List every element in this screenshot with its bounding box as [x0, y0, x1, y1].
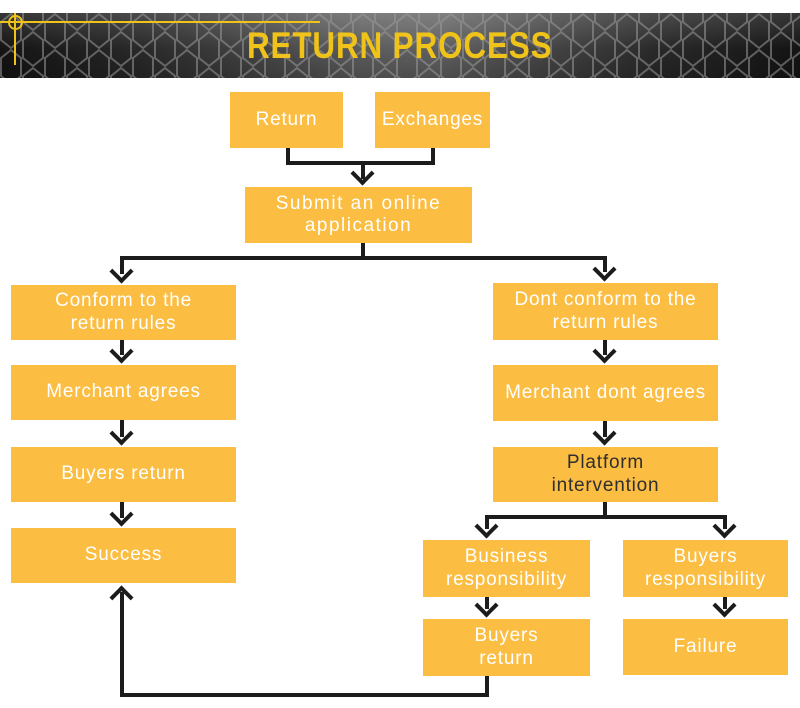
connector: [120, 592, 124, 695]
node-exchanges: Exchanges: [375, 92, 490, 148]
connector: [723, 515, 727, 529]
node-label: application: [304, 215, 413, 236]
node-label: Conform to the: [55, 290, 192, 312]
node-label: responsibility: [644, 568, 767, 590]
connector: [361, 161, 365, 179]
node-label: Merchant agrees: [46, 381, 201, 403]
arrowhead-down-icon: [592, 339, 617, 364]
header-band: RETURN PROCESS: [0, 13, 800, 78]
node-label: return: [479, 647, 534, 669]
node-label: return rules: [552, 311, 659, 333]
node-label: Success: [84, 544, 163, 566]
arrowhead-down-icon: [109, 502, 134, 527]
yellow-rule-vertical: [14, 13, 16, 65]
connector: [485, 597, 489, 609]
connector: [120, 340, 124, 355]
connector: [603, 256, 607, 272]
arrowhead-up-icon: [109, 585, 134, 610]
arrowhead-down-icon: [350, 161, 375, 186]
arrowhead-down-icon: [592, 257, 617, 282]
connector: [485, 676, 489, 697]
node-label: responsibility: [445, 568, 568, 590]
node-platform-intervention: Platform intervention: [493, 447, 718, 502]
node-label: Dont conform to the: [514, 289, 697, 311]
node-label: Buyers: [474, 625, 539, 647]
node-return: Return: [230, 92, 343, 148]
node-submit-application: Submit an online application: [245, 187, 472, 243]
crosshair-icon: [8, 15, 23, 30]
connector: [120, 420, 124, 437]
connector: [286, 148, 290, 165]
connector: [120, 256, 124, 274]
node-label: Buyers return: [61, 463, 186, 485]
node-label: Business: [464, 546, 549, 568]
node-label: Buyers: [673, 546, 738, 568]
arrowhead-down-icon: [109, 339, 134, 364]
connector: [120, 693, 489, 697]
node-failure: Failure: [623, 619, 788, 675]
arrowhead-down-icon: [592, 421, 617, 446]
connector: [286, 161, 435, 165]
arrowhead-down-icon: [474, 593, 499, 618]
connector: [485, 515, 489, 529]
node-buyers-return: Buyers return: [11, 447, 236, 502]
node-conform-rules: Conform to the return rules: [11, 285, 236, 340]
connector: [431, 148, 435, 165]
connector: [723, 597, 727, 609]
arrowhead-down-icon: [109, 421, 134, 446]
connector: [603, 340, 607, 355]
node-success: Success: [11, 528, 236, 583]
node-business-responsibility: Business responsibility: [423, 540, 590, 597]
connector: [120, 502, 124, 518]
node-label: Return: [255, 108, 318, 130]
node-buyers-responsibility: Buyers responsibility: [623, 540, 788, 597]
connector: [485, 515, 727, 519]
connector: [603, 502, 607, 517]
node-merchant-agrees: Merchant agrees: [11, 365, 236, 420]
connector: [120, 256, 607, 260]
node-dont-conform-rules: Dont conform to the return rules: [493, 283, 718, 340]
node-label: return rules: [70, 312, 177, 334]
connector: [603, 421, 607, 437]
node-label: intervention: [551, 474, 660, 496]
arrowhead-down-icon: [109, 259, 134, 284]
hexagon-mesh-pattern: [0, 13, 800, 78]
node-label: Platform: [566, 452, 645, 474]
node-label: Failure: [673, 635, 738, 657]
connector: [361, 243, 365, 260]
arrowhead-down-icon: [712, 593, 737, 618]
node-label: Merchant dont agrees: [505, 381, 706, 403]
node-label: Exchanges: [381, 108, 484, 130]
node-buyers-return-bottom: Buyers return: [423, 619, 590, 676]
page-title: RETURN PROCESS: [247, 24, 553, 66]
yellow-rule-line: [0, 21, 320, 23]
node-label: Submit an online: [275, 192, 442, 214]
node-merchant-dont-agrees: Merchant dont agrees: [493, 365, 718, 421]
